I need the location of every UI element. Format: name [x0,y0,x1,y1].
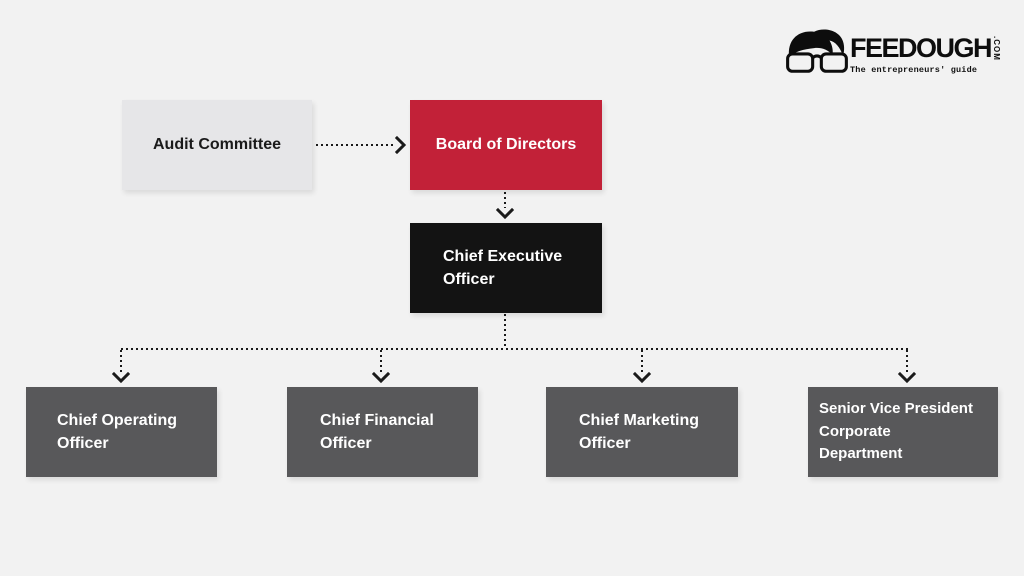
node-senior-vice-president: Senior Vice President Corporate Departme… [808,387,998,477]
arrowhead-down-icon [372,372,390,384]
connector-ceo-to-cmo [641,350,643,373]
node-chief-financial-officer-label: Chief Financial Officer [320,411,434,452]
node-audit-committee-label: Audit Committee [153,136,281,154]
logo-tld-text: .COM [992,36,1001,61]
feedough-logo: FEEDOUGH .COM The entrepreneurs' guide [785,26,1001,78]
connector-ceo-stem [504,314,506,349]
node-chief-financial-officer: Chief Financial Officer [287,387,478,477]
connector-ceo-to-coo [120,350,122,373]
connector-ceo-to-cfo [380,350,382,373]
logo-tagline: The entrepreneurs' guide [849,65,978,75]
arrowhead-down-icon [898,372,916,384]
node-chief-marketing-officer-label: Chief Marketing Officer [579,411,700,452]
arrowhead-down-icon [112,372,130,384]
arrowhead-down-icon [496,208,514,220]
node-audit-committee: Audit Committee [122,100,312,190]
connector-ceo-to-svp [906,350,908,373]
node-chief-operating-officer: Chief Operating Officer [26,387,217,477]
node-chief-executive-officer-label: Chief Executive Officer [443,247,563,288]
logo-brand-text: FEEDOUGH [849,33,993,63]
arrowhead-right-icon [395,136,407,154]
arrowhead-down-icon [633,372,651,384]
connector-board-to-ceo [504,192,506,208]
connector-audit-to-board [316,144,395,146]
node-chief-executive-officer: Chief Executive Officer [410,223,602,313]
node-board-of-directors: Board of Directors [410,100,602,190]
node-senior-vice-president-label: Senior Vice President Corporate Departme… [819,400,973,463]
node-chief-marketing-officer: Chief Marketing Officer [546,387,738,477]
node-board-of-directors-label: Board of Directors [435,136,577,154]
node-chief-operating-officer-label: Chief Operating Officer [57,411,178,452]
connector-branch-line [121,348,909,350]
feedough-face-icon [786,29,848,73]
